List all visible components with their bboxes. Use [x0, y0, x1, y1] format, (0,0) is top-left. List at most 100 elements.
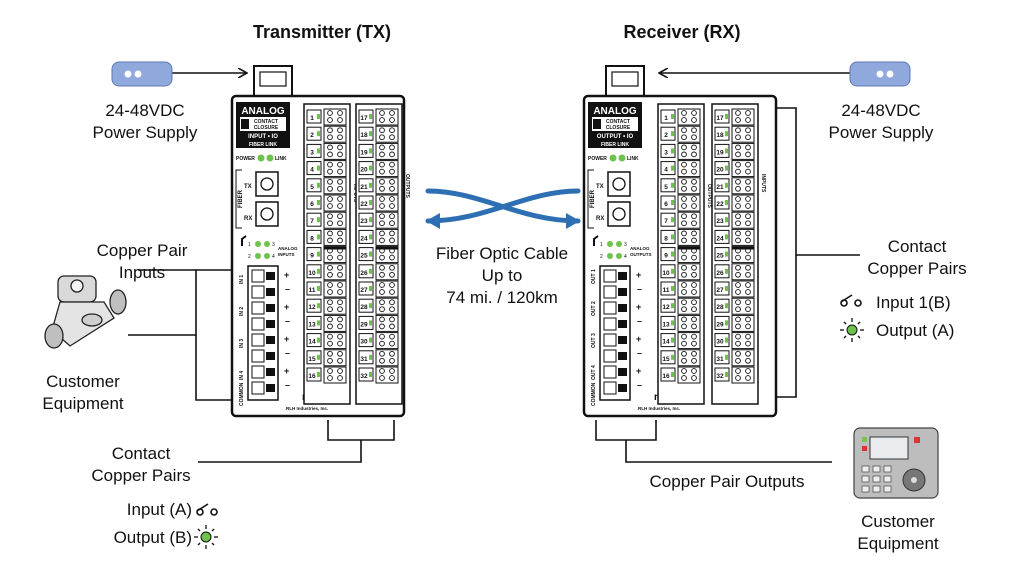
screw	[745, 333, 751, 340]
terminal-led	[369, 131, 372, 137]
terminal-number: 29	[716, 321, 724, 328]
screw	[745, 350, 751, 357]
terminal-number: 12	[662, 304, 670, 311]
maker-text: RLH Industries, Inc.	[638, 406, 680, 411]
screw	[379, 271, 385, 278]
screw-terminal	[603, 365, 617, 379]
terminal-led	[369, 251, 372, 257]
terminal-screws	[323, 263, 347, 281]
screw	[691, 178, 697, 185]
screw	[327, 196, 333, 202]
terminal-number-box	[358, 367, 374, 382]
screw	[327, 264, 333, 271]
terminal-screws	[677, 211, 701, 229]
terminal-number: 2	[664, 132, 668, 139]
screw	[735, 333, 741, 340]
terminal-number-box	[714, 315, 730, 330]
screw	[735, 350, 741, 357]
screw	[745, 340, 751, 347]
fiber-bracket	[587, 169, 594, 229]
analog-label: ANALOG	[278, 246, 298, 251]
column-label: OUTPUTS	[706, 184, 712, 209]
screw	[379, 254, 385, 261]
screw	[389, 299, 395, 306]
terminal-led	[317, 182, 320, 188]
terminal-slot	[266, 320, 275, 328]
screw	[337, 127, 343, 134]
terminal-screws	[375, 228, 399, 246]
terminal-number: 11	[663, 287, 670, 294]
terminal-number-box	[660, 195, 676, 210]
led-symbol-tx	[194, 525, 218, 549]
screw	[337, 230, 343, 237]
screw	[681, 289, 687, 295]
analog-led	[616, 241, 622, 247]
terminal-screws	[731, 314, 755, 332]
screw	[691, 203, 697, 209]
output-a-label: Output (A)	[876, 321, 955, 340]
terminal-number-box	[306, 367, 322, 382]
terminal-led	[671, 131, 674, 137]
analog-bracket	[593, 235, 599, 246]
terminal-number: 23	[716, 218, 724, 225]
screw-terminal	[603, 349, 617, 363]
terminal-number-box	[714, 333, 730, 348]
terminal-number-box	[306, 315, 322, 330]
model-text: INPUT • IO	[248, 134, 278, 140]
screw	[389, 168, 395, 175]
terminal-led	[369, 320, 372, 326]
screw	[327, 323, 333, 330]
analog-number: 4	[272, 254, 275, 260]
terminal-screws	[731, 194, 755, 212]
screw	[379, 110, 385, 116]
analog-number: 1	[600, 242, 603, 248]
screw	[745, 134, 751, 141]
screw	[735, 375, 741, 381]
screw	[337, 220, 343, 227]
terminal-led	[369, 217, 372, 223]
terminal-screws	[375, 108, 399, 126]
screw	[327, 299, 333, 306]
terminal-led	[317, 251, 320, 257]
terminal-number: 6	[664, 201, 668, 208]
terminal-slot	[618, 384, 627, 392]
screw	[735, 323, 741, 330]
terminal-slot	[266, 384, 275, 392]
terminal-slot	[266, 368, 275, 376]
terminal-number: 25	[360, 253, 368, 260]
terminal-number-box	[358, 212, 374, 227]
terminal-number: 16	[662, 373, 670, 380]
screw	[337, 323, 343, 330]
screw	[389, 271, 395, 278]
screw	[735, 151, 741, 158]
tx-port-label: TX	[244, 184, 252, 190]
terminal-led	[317, 131, 320, 137]
analog-led	[264, 253, 270, 259]
terminal-number-box	[358, 229, 374, 244]
screw	[379, 117, 385, 123]
rx-title: Receiver (RX)	[623, 22, 741, 42]
screw	[389, 117, 395, 123]
screw	[379, 161, 385, 168]
terminal-number-box	[714, 212, 730, 227]
screw	[681, 161, 687, 168]
model-text-2: FIBER LINK	[601, 142, 629, 148]
output-b-label: Output (B)	[113, 528, 192, 547]
screw-terminal	[603, 269, 617, 283]
screw	[745, 196, 751, 202]
screw	[691, 127, 697, 134]
terminal-number-box	[714, 109, 730, 124]
screw	[745, 271, 751, 278]
terminal-number: 32	[716, 373, 724, 380]
terminal-led	[317, 165, 320, 171]
terminal-led	[671, 165, 674, 171]
screw	[389, 161, 395, 168]
terminal-number: 22	[360, 201, 368, 208]
terminal-number-box	[714, 350, 730, 365]
screw	[735, 134, 741, 141]
screw	[327, 203, 333, 209]
plus-sign: +	[636, 366, 641, 376]
terminal-screws	[677, 108, 701, 126]
